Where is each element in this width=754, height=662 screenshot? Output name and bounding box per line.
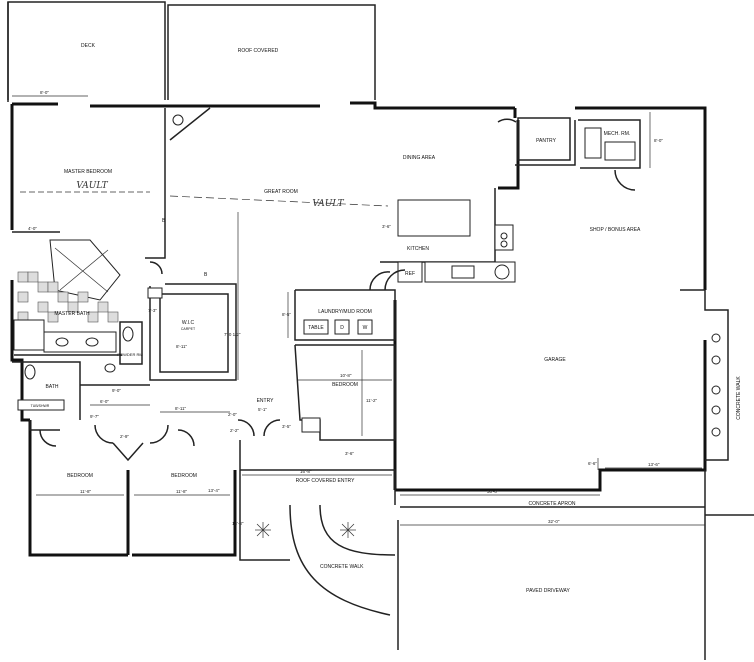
garage-front-dim: 13'-6" (648, 462, 660, 467)
roof-covered-label: ROOF COVERED (238, 48, 279, 54)
pantry-label: PANTRY (536, 138, 556, 144)
plant-icon (255, 522, 271, 538)
master-bedroom-door-tag: B (162, 218, 166, 224)
garage-label: GARAGE (544, 357, 566, 363)
concrete-walk-side: CONCRETE WALK (680, 289, 742, 461)
bath-tub-label: TUB/SHWR (31, 404, 50, 408)
ref-label: REF (405, 271, 415, 277)
bedroom-right: BEDROOM 11'-8" 13'-4" (134, 429, 230, 496)
powder-room-label: POWDER RM (117, 352, 142, 357)
mech-room-label: MECH. RM. (604, 131, 631, 137)
dryer-label: D (340, 325, 344, 331)
great-vault-label: VAULT (312, 199, 344, 209)
powder-room: POWDER RM (117, 321, 143, 365)
closet-width-dim: 4'-0" (28, 226, 37, 231)
small-dim-a: 2'-0" (228, 412, 237, 417)
hall-short-dim: 6'-0" (100, 399, 109, 404)
kitchen-label: KITCHEN (407, 246, 429, 252)
master-bedroom: MASTER BEDROOM VAULT B (20, 107, 211, 259)
mech-height-dim: 8'-0" (654, 138, 663, 143)
bed-hall2-dim: 9'-7" (90, 414, 99, 419)
entry-cover-height-dim: 13'-8" (232, 521, 244, 526)
small-dim-f: 7'-3" (148, 308, 157, 313)
paved-driveway-label: PAVED DRIVEWAY (526, 588, 570, 594)
garage-side-dim: 6'-6" (588, 461, 597, 466)
laundry-label: LAUNDRY/MUD ROOM (318, 309, 372, 315)
roof-covered-entry-label: ROOF COVERED ENTRY (296, 478, 355, 484)
roof-covered-area: ROOF COVERED (167, 4, 376, 100)
small-dim-d: 3'-6" (345, 451, 354, 456)
bedroom-right-width-dim: 11'-8" (176, 489, 188, 494)
deck-area: DECK 8'-0" (7, 1, 166, 102)
deck-width-dim: 8'-0" (40, 90, 49, 95)
entry: ENTRY 5'-1" 2'-0" 2'-2" 3'-5" 3'-6" 7'-3… (148, 308, 354, 456)
small-dim-e: 2'-9" (120, 434, 129, 439)
wic-width-dim: 8'-11" (176, 344, 188, 349)
master-bath: 4'-0" MASTER BATH (12, 226, 122, 356)
concrete-apron-label: CONCRETE APRON (529, 501, 576, 507)
small-dim-b: 2'-2" (230, 428, 239, 433)
laundry-room: LAUNDRY/MUD ROOM TABLE D W 8'-5" (282, 271, 396, 341)
great-room: DINING AREA GREAT ROOM VAULT 7'-0 1/2" (169, 155, 436, 380)
entry-width-dim: 5'-1" (258, 407, 267, 412)
entry-cover-width-dim: 16'-8" (300, 469, 312, 474)
concrete-walk-bottom: CONCRETE WALK (289, 504, 396, 616)
bedroom-mid: BEDROOM 10'-8" 11'-2" (294, 344, 396, 441)
bath-label: BATH (46, 384, 59, 390)
island-dim: 3'-6" (382, 224, 391, 229)
bedroom-right-height-dim: 13'-4" (208, 488, 220, 493)
master-bath-label: MASTER BATH (54, 311, 90, 317)
shop-garage: SHOP / BONUS AREA GARAGE 6'-6" 13'-6" 30… (400, 227, 702, 496)
master-bedroom-label: MASTER BEDROOM (64, 169, 112, 175)
driveway-width-dim: 32'-0" (548, 519, 560, 524)
bedroom-left-width-dim: 11'-8" (80, 489, 92, 494)
pantry: PANTRY (497, 117, 571, 161)
plant-icon (340, 522, 356, 538)
walk-in-closet: W.I.C CARPET 8'-11" B (147, 261, 237, 381)
wic-label: W.I.C (182, 320, 195, 326)
concrete-walk-side-label: CONCRETE WALK (736, 376, 742, 420)
laundry-height-dim: 8'-5" (282, 312, 291, 317)
bedroom-hall: 9'-0" 6'-0" 8'-11" 9'-7" 2'-9" (80, 384, 230, 462)
bed-hall-dim: 8'-11" (175, 406, 187, 411)
kitchen: 3'-6" KITCHEN REF (380, 188, 516, 291)
great-room-label: GREAT ROOM (264, 189, 298, 195)
apron-driveway: CONCRETE APRON 32'-0" PAVED DRIVEWAY (397, 470, 754, 660)
bedroom-right-label: BEDROOM (171, 473, 197, 479)
entry-label: ENTRY (257, 398, 275, 404)
bedroom-mid-label: BEDROOM (332, 382, 358, 388)
landscape-plants (255, 333, 721, 538)
plant-icon (711, 405, 721, 415)
bedroom-left-label: BEDROOM (67, 473, 93, 479)
deck-label: DECK (81, 43, 96, 49)
roof-covered-entry: 16'-8" ROOF COVERED ENTRY 13'-8" (232, 440, 396, 561)
plant-icon (711, 385, 721, 395)
mech-room: MECH. RM. 8'-0" (584, 112, 663, 191)
plant-icon (711, 333, 721, 343)
plant-icon (711, 355, 721, 365)
table-label: TABLE (308, 325, 324, 331)
hall-width-dim: 7'-0 1/2" (224, 332, 241, 337)
bedroom-mid-width-dim: 10'-8" (340, 373, 352, 378)
bath-width-dim: 9'-0" (112, 388, 121, 393)
tile-floor (17, 271, 119, 323)
plant-icon (711, 427, 721, 437)
bath: BATH TUB/SHWR (12, 361, 116, 420)
master-vault-label: VAULT (76, 181, 108, 191)
wic-door-tag: B (204, 272, 208, 278)
concrete-walk-label: CONCRETE WALK (320, 564, 364, 570)
shop-bonus-label: SHOP / BONUS AREA (590, 227, 641, 233)
dining-area-label: DINING AREA (403, 155, 436, 161)
washer-label: W (363, 325, 368, 331)
apron-width-dim: 30'-0" (487, 489, 499, 494)
small-dim-c: 3'-5" (282, 424, 291, 429)
bedroom-mid-height-dim: 11'-2" (366, 398, 378, 403)
bedroom-left: BEDROOM 11'-8" (29, 420, 124, 496)
wic-sub-label: CARPET (181, 327, 196, 331)
